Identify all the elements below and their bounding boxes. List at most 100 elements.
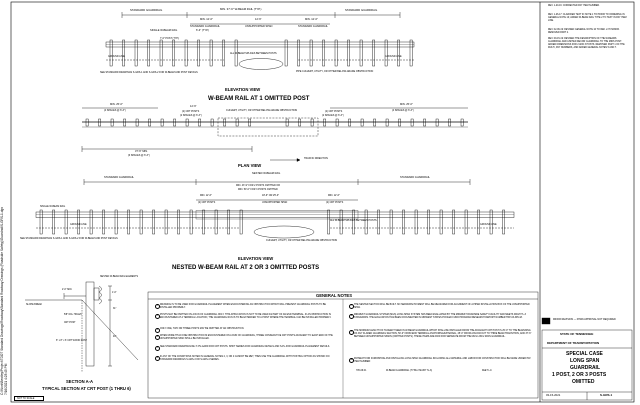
guardrail-post — [409, 39, 413, 67]
guardrail-post — [139, 209, 143, 235]
elev1-post-label: 6'-3" (TYP.) — [196, 29, 210, 32]
guardrail-post — [489, 209, 493, 235]
section-label: 1'-0" — [112, 292, 117, 294]
plan-title: PLAN VIEW — [238, 163, 262, 168]
pay-item-description: W-BEAM GUARDRAIL (TYPE 2 MASH TL-3) — [386, 370, 433, 372]
guardrail-post — [347, 39, 350, 67]
section-label: 5/8" DIA. HOLES — [64, 314, 82, 316]
guardrail-post — [185, 118, 189, 127]
guardrail-post — [389, 209, 393, 235]
guardrail-post — [110, 118, 114, 127]
plan-label: MIN. 25'-0" — [110, 103, 123, 106]
elev1-label: STANDARD GUARDRAIL — [190, 25, 220, 28]
guardrail-post — [327, 209, 330, 235]
guardrail-post — [335, 118, 339, 127]
elev2-label: MIN. 12'-6" — [328, 194, 340, 197]
title-line-5: OMITTED — [572, 379, 595, 385]
guardrail-post — [98, 118, 101, 127]
elev2-label: STANDARD GUARDRAIL — [104, 176, 134, 179]
elev2-label: SINGLE W-BEAM RAIL — [40, 205, 66, 208]
guardrail-post — [198, 118, 201, 127]
elev1-label: ALL W-BEAM SPLICES BETWEEN POSTS — [230, 52, 277, 55]
elev2-label: STANDARD GUARDRAIL — [400, 176, 430, 179]
revision-2: REV. 1-26-17: CLARIFIED TEXT IN NOTE 1 T… — [548, 14, 627, 22]
guardrail-post — [109, 39, 113, 67]
elev2-label: SEE STANDARD DRAWINGS S-GRS-1 AND S-GRS-… — [20, 237, 118, 240]
guardrail-post — [239, 209, 243, 235]
guardrail-post — [134, 39, 138, 67]
elev1-label: GROUND LINE — [385, 55, 402, 58]
guardrail-post — [372, 39, 375, 67]
elev2-label: MIN. 43'-9" FOR 2 POSTS OMITTED OR — [236, 184, 280, 187]
elev1-label: 7'-0" POST (TYP.) — [160, 37, 180, 40]
section-a-title: SECTION A-A — [66, 379, 94, 384]
elev1-label: MIN. 12'-6" — [200, 18, 213, 21]
guardrail-post — [159, 39, 163, 67]
plan-label: (6 SPACES @ 6'-3") — [128, 154, 150, 157]
guardrail-post — [234, 39, 238, 67]
revision-4: REV. 09-15-19: REVISED THE DESCRIPTION O… — [548, 38, 625, 49]
guardrail-post — [439, 209, 443, 235]
guardrail-post — [322, 39, 325, 67]
guardrail-post — [384, 39, 388, 67]
w-beam-1-post-title: W-BEAM RAIL AT 1 OMITTED POST — [208, 96, 310, 102]
guardrail-post — [464, 209, 468, 235]
guardrail-post — [310, 118, 314, 127]
guardrail-post — [85, 118, 89, 127]
guardrail-post — [164, 209, 168, 235]
section-label: NESTED W-BEAM RAIL ELEMENTS — [100, 276, 139, 278]
elev2-label: (2) CRT POSTS — [198, 201, 216, 204]
revision-3: REV. 02-06-19: REVISED GENERAL NOTE 10 T… — [548, 29, 620, 34]
traffic-direction-label: TRAFFIC DIRECTION — [304, 157, 328, 160]
guardrail-post — [448, 118, 451, 127]
guardrail-post — [360, 118, 364, 127]
guardrail-post — [502, 209, 505, 235]
elev1-label: GROUND LINE — [108, 55, 125, 58]
guardrail-post — [309, 39, 313, 67]
elev2-label: NESTED W-BEAM RAIL — [252, 172, 281, 175]
guardrail-post — [122, 39, 125, 67]
guardrail-post — [202, 209, 205, 235]
guardrail-post — [52, 209, 55, 235]
guardrail-post — [414, 209, 418, 235]
guardrail-post — [385, 118, 389, 127]
title-line-4: 1 POST, 2 OR 3 POSTS — [552, 372, 607, 378]
guardrail-post — [210, 118, 214, 127]
plan-label: 37'-6" MIN. — [135, 150, 148, 153]
plan-obstruction-label: CULVERT, UTILITY, OR OTHER BELOW-GRADE O… — [226, 109, 298, 112]
plan-label: (2) CRT POSTS — [182, 110, 200, 113]
guardrail-post — [235, 118, 239, 127]
elev2-label: ALL W-BEAM SPLICES BETWEEN POSTS — [330, 219, 377, 222]
sheet-number: S-GRS-1 — [600, 393, 613, 397]
guardrail-post — [209, 39, 213, 67]
guardrail-post — [189, 209, 193, 235]
elev2-label: MIN. 12'-6" — [200, 194, 212, 197]
guardrail-post — [227, 209, 230, 235]
elev2-label: (2) CRT POSTS — [326, 201, 344, 204]
title-line-3: GUARDRAIL — [570, 365, 600, 371]
elev1-dim-center: MIN. 37'-6" W-BEAM RAIL (TYP.) — [220, 7, 262, 11]
elev1-title: ELEVATION VIEW — [225, 87, 261, 92]
guardrail-post — [334, 39, 338, 67]
guardrail-post — [427, 209, 430, 235]
guardrail-post — [410, 118, 414, 127]
guardrail-post — [127, 209, 130, 235]
elev2-label: UNSUPPORTED SPAN — [262, 201, 288, 204]
revision-1: REV. 1-20-16: CORRECTED PAY ITEM NUMBER. — [548, 5, 600, 7]
guardrail-post — [364, 209, 368, 235]
guardrail-post — [398, 118, 401, 127]
elev1-label: PIPE CULVERT, UTILITY, OR OTHER BELOW-GR… — [296, 70, 374, 73]
nested-rail-title: NESTED W-BEAM RAIL AT 2 OR 3 OMITTED POS… — [172, 265, 320, 271]
elev1-dim-left: STANDARD GUARDRAIL — [130, 8, 163, 12]
guardrail-post — [39, 209, 43, 235]
guardrail-post — [222, 39, 225, 67]
